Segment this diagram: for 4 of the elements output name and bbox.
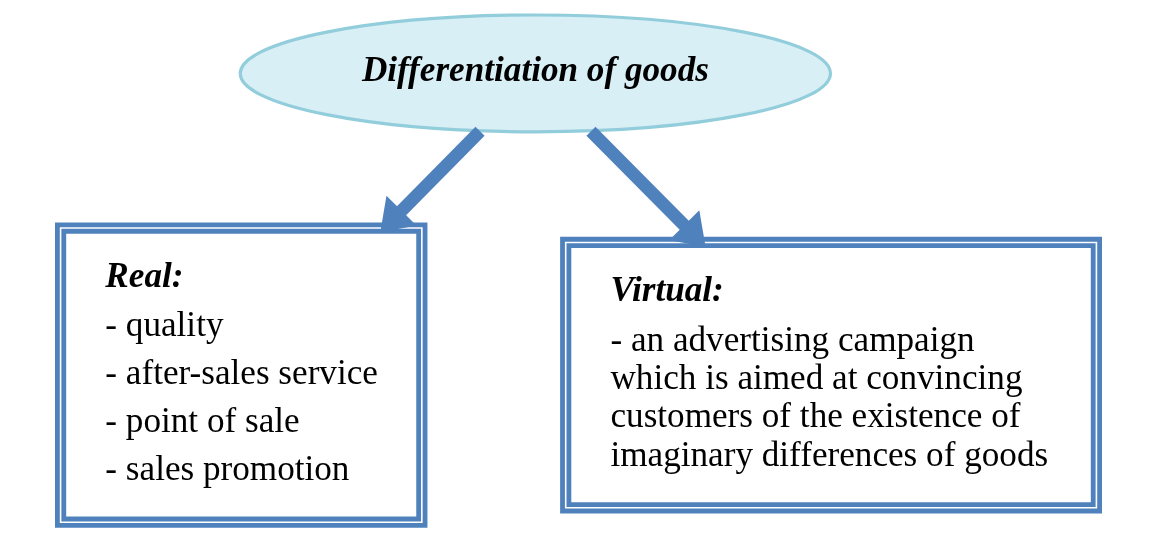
node-ellipse: Differentiation of goods	[238, 13, 833, 134]
node-box: Real: - quality - after-sales service - point of sale - sales promotion	[55, 222, 428, 528]
arrow	[586, 126, 706, 247]
node-box: Virtual: - an advertising campaign which is aimed at convincing customers of the existence of imaginary differences of goods	[560, 236, 1102, 514]
